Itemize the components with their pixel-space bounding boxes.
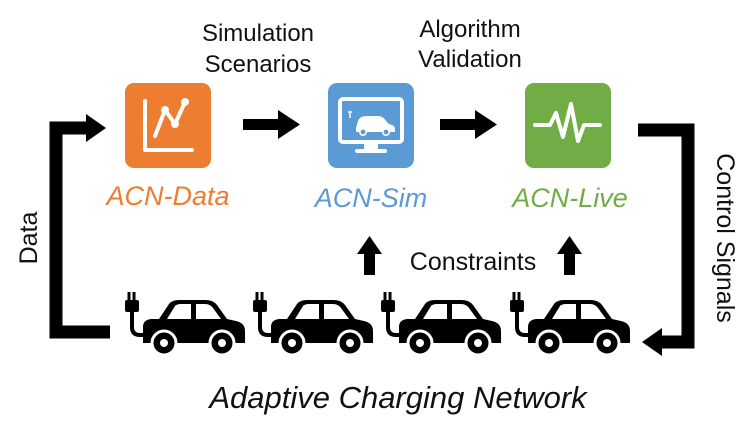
constraint-arrow-live: [557, 236, 582, 275]
arrow-sim-to-live: [440, 110, 497, 139]
data-loop-arrowhead: [86, 114, 106, 142]
pulse-icon: [533, 102, 602, 143]
network-caption: Adaptive Charging Network: [207, 380, 588, 415]
acn-sim-node: ACN-Sim: [313, 83, 428, 213]
monitor-car-icon: [338, 97, 404, 153]
acn-data-box: [125, 83, 211, 168]
ev-car-icon-3: [379, 290, 503, 357]
algorithm-validation-label-line2: Validation: [418, 46, 522, 73]
simulation-scenarios-label-line2: Scenarios: [205, 51, 312, 78]
acn-sim-label: ACN-Sim: [313, 183, 428, 213]
arrow-data-to-sim: [243, 110, 300, 139]
ev-car-icon-1: [123, 290, 247, 357]
simulation-scenarios-label-line1: Simulation: [202, 20, 314, 47]
data-loop-arrow: [49, 121, 110, 339]
control-signals-arrowhead: [642, 328, 662, 356]
acn-data-node: ACN-Data: [104, 83, 230, 211]
control-signals-loop-arrow: [638, 123, 695, 349]
acn-live-label: ACN-Live: [510, 183, 628, 213]
constraint-arrow-sim: [357, 236, 382, 275]
acn-live-box: [525, 83, 611, 168]
line-chart-icon: [143, 98, 194, 152]
acn-live-node: ACN-Live: [510, 83, 628, 213]
ev-car-icon-4: [508, 290, 632, 357]
ev-car-icon-2: [251, 290, 375, 357]
acn-data-label: ACN-Data: [104, 181, 229, 211]
constraints-label: Constraints: [410, 248, 536, 276]
control-signals-side-label: Control Signals: [711, 153, 739, 323]
data-side-label: Data: [15, 212, 43, 265]
algorithm-validation-label-line1: Algorithm: [419, 16, 520, 43]
